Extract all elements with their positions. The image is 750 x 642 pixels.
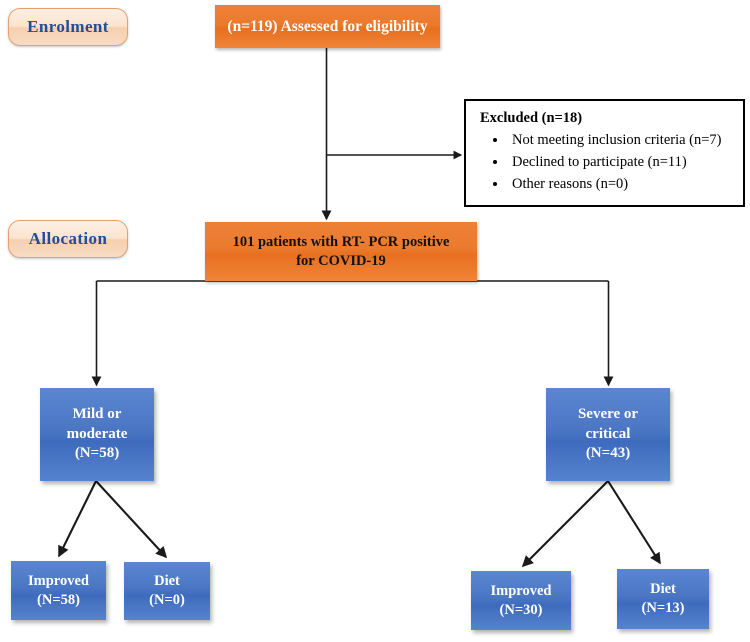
node-mild-improved: Improved (N=58) [11,561,106,620]
phase-label-enrolment-text: Enrolment [27,17,109,36]
node-severe-line2: critical [585,425,631,442]
node-mild-line3: (N=58) [74,445,120,462]
node-mild-diet-label: Diet (N=0) [149,572,185,610]
node-severe-diet: Diet (N=13) [617,569,709,629]
node-enrolled-label: 101 patients with RT- PCR positive for C… [233,233,450,270]
edge-mild-to-improved [58,480,97,558]
node-excluded-reason-list: Not meeting inclusion criteria (n=7) Dec… [466,129,743,195]
node-mild-improved-line1: Improved [28,572,89,589]
node-excluded-title: Excluded (n=18) [480,110,583,126]
node-mild-improved-line2: (N=58) [37,591,80,608]
node-enrolled-line1: 101 patients with RT- PCR positive [232,233,450,250]
node-mild-diet-line2: (N=0) [149,592,185,608]
node-mild-label: Mild or moderate (N=58) [67,405,128,464]
phase-label-enrolment: Enrolment [8,8,128,46]
node-mild-or-moderate: Mild or moderate (N=58) [40,388,154,481]
node-assessed-label: (n=119) Assessed for eligibility [227,17,428,35]
node-mild-improved-label: Improved (N=58) [28,572,89,610]
node-enrolled-line2: for COVID-19 [296,252,386,269]
node-enrolled-patients: 101 patients with RT- PCR positive for C… [205,222,477,281]
node-excluded-reason: Declined to participate (n=11) [508,151,743,173]
node-severe-improved-line1: Improved [490,582,552,599]
node-mild-diet: Diet (N=0) [124,562,210,620]
phase-label-allocation: Allocation [8,220,128,258]
node-assessed-for-eligibility: (n=119) Assessed for eligibility [215,5,440,48]
phase-label-allocation-text: Allocation [28,229,108,248]
edge-severe-to-improved [521,480,609,568]
node-severe-improved: Improved (N=30) [471,571,571,630]
node-severe-line1: Severe or [577,406,639,423]
node-mild-line1: Mild or [72,406,122,423]
node-excluded-reason: Not meeting inclusion criteria (n=7) [508,129,743,151]
node-excluded-reason: Other reasons (n=0) [508,173,743,195]
node-severe-improved-label: Improved (N=30) [491,582,552,620]
node-severe-or-critical: Severe or critical (N=43) [546,388,670,481]
node-severe-improved-line2: (N=30) [499,601,543,618]
node-severe-diet-label: Diet (N=13) [642,580,685,618]
node-mild-diet-line1: Diet [154,573,180,590]
node-excluded: Excluded (n=18) Not meeting inclusion cr… [464,99,745,207]
node-severe-diet-line1: Diet [650,581,676,598]
node-severe-line3: (N=43) [585,445,631,462]
edge-severe-to-diet [607,480,661,565]
edge-mild-to-diet [95,480,168,559]
node-severe-diet-line2: (N=13) [641,600,685,616]
node-mild-line2: moderate [66,425,128,442]
node-severe-label: Severe or critical (N=43) [578,405,638,464]
